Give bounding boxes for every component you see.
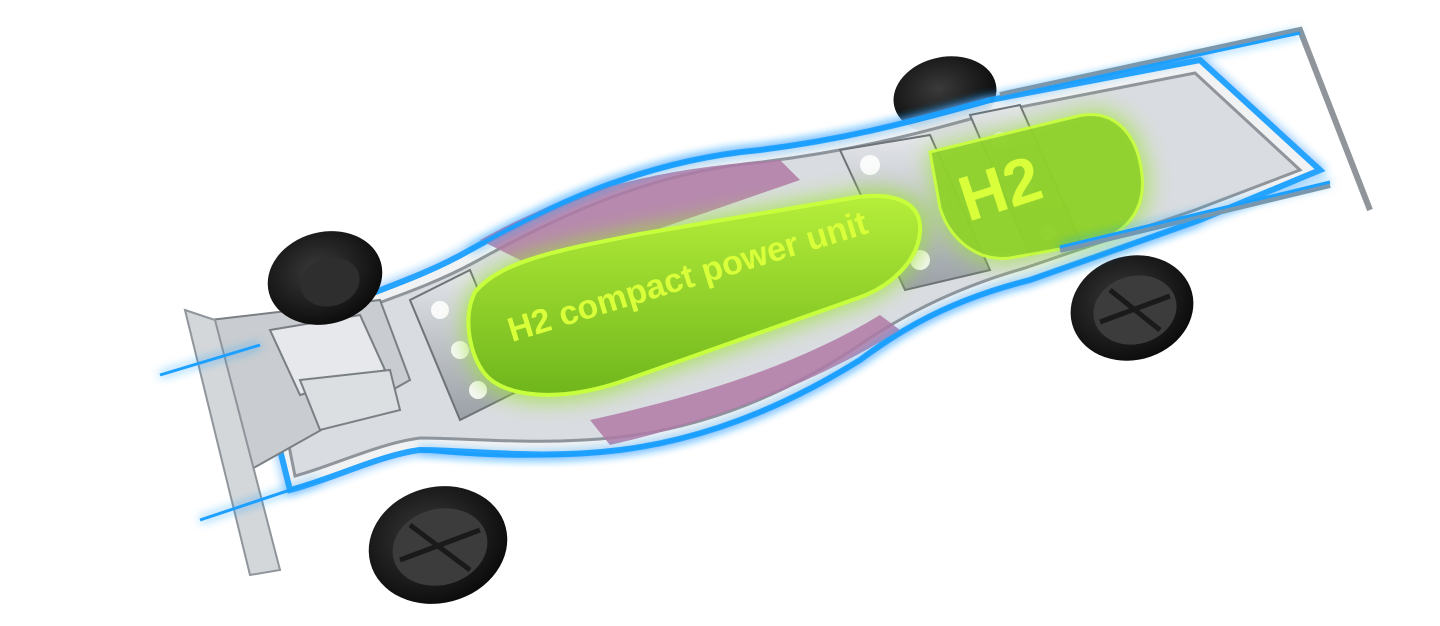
pod-left [480, 160, 800, 270]
front-motor-block [183, 298, 412, 577]
rear-rail-glow [999, 31, 1331, 249]
front-glow [159, 343, 321, 522]
pod-right [590, 315, 900, 445]
chassis-glow-lines [419, 98, 1201, 458]
power-unit: H2 compact power unit [462, 189, 929, 403]
wheel-rear-right [1070, 255, 1194, 361]
rear-rails [999, 26, 1373, 253]
wheel-front-left [267, 231, 383, 325]
wheel-front-right [368, 486, 508, 604]
hydrogen-tank: H2 [925, 108, 1151, 266]
